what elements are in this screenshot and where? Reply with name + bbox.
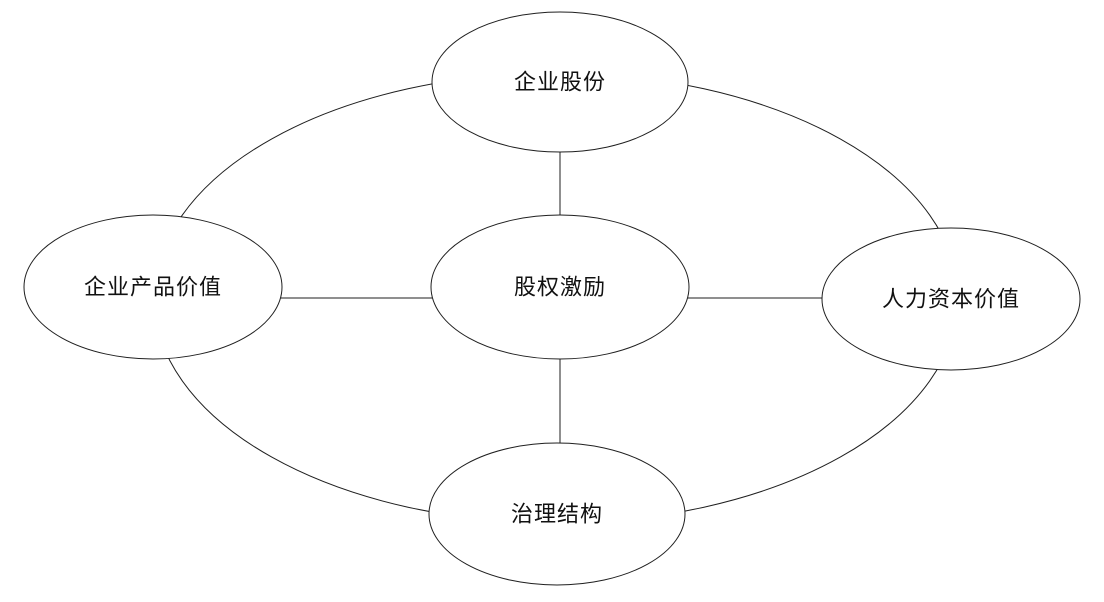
- node-left: 企业产品价值: [23, 214, 283, 360]
- node-top-label: 企业股份: [514, 70, 606, 95]
- node-bottom-ellipse: [428, 442, 686, 586]
- node-right-label: 人力资本价值: [882, 287, 1020, 312]
- node-top-ellipse: [431, 11, 689, 153]
- node-center-label: 股权激励: [514, 275, 606, 300]
- node-center: 股权激励: [430, 214, 690, 360]
- node-right: 人力资本价值: [821, 227, 1081, 371]
- node-right-ellipse: [821, 227, 1081, 371]
- node-bottom: 治理结构: [428, 442, 686, 586]
- node-left-ellipse: [23, 214, 283, 360]
- node-top: 企业股份: [431, 11, 689, 153]
- node-bottom-label: 治理结构: [511, 502, 603, 527]
- node-center-ellipse: [430, 214, 690, 360]
- node-left-label: 企业产品价值: [84, 275, 222, 300]
